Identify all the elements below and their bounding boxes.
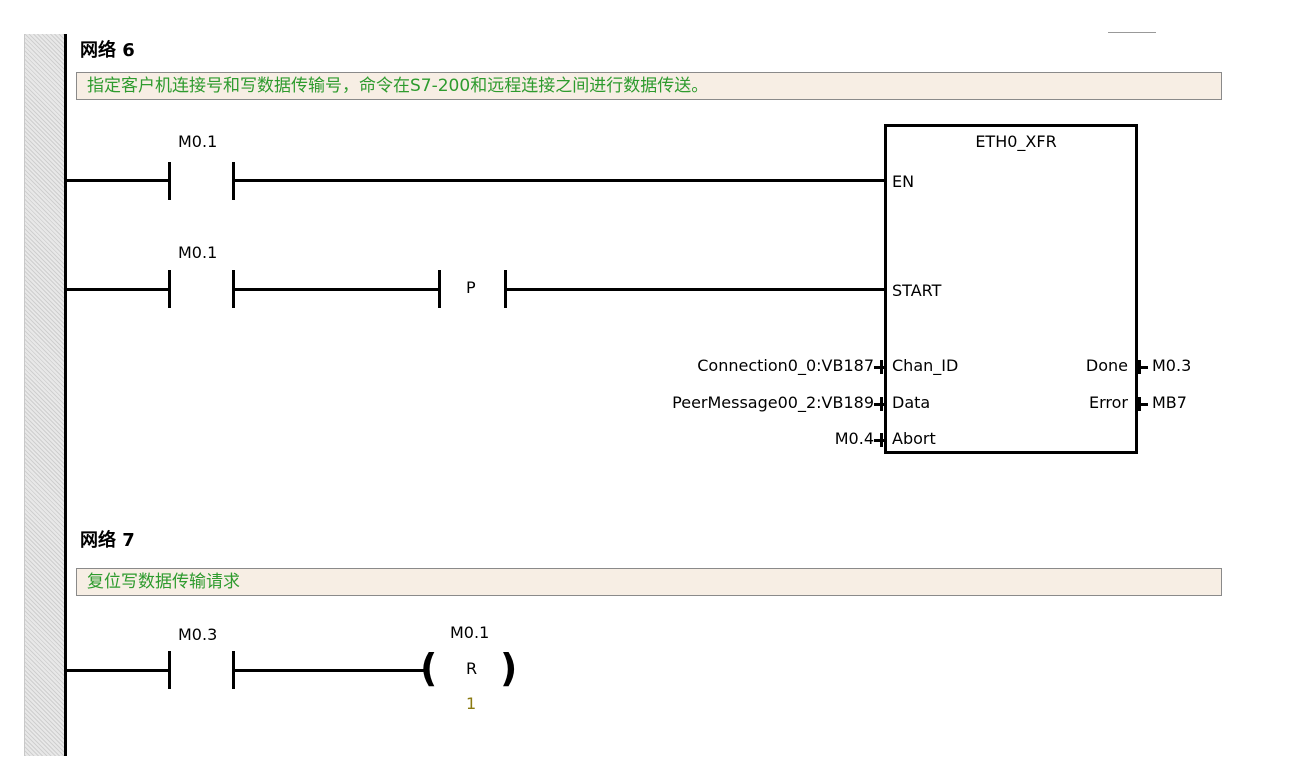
network-6-comment[interactable]: 指定客户机连接号和写数据传输号，命令在S7-200和远程连接之间进行数据传送。: [76, 72, 1222, 100]
network-7-title[interactable]: 网络 7: [80, 530, 135, 551]
pin-abort: Abort: [892, 429, 936, 448]
contact-3-left-bar[interactable]: [168, 651, 171, 689]
output-tick: [1138, 366, 1148, 369]
coil-operand[interactable]: M0.1: [450, 623, 490, 642]
pin-data: Data: [892, 393, 931, 412]
wire: [235, 669, 425, 672]
ladder-gutter: [24, 34, 65, 756]
power-rail: [64, 34, 67, 756]
wire: [67, 669, 168, 672]
wire: [235, 179, 884, 182]
network-7-comment[interactable]: 复位写数据传输请求: [76, 568, 1222, 596]
eth0-xfr-block[interactable]: [884, 124, 1138, 454]
network-6-title[interactable]: 网络 6: [80, 40, 135, 61]
pin-done: Done: [1085, 356, 1128, 375]
divider-line: [1108, 32, 1156, 33]
output-tick: [1138, 397, 1141, 411]
contact-2-operand[interactable]: M0.1: [178, 243, 218, 262]
input-tick: [874, 439, 884, 442]
pin-start: START: [892, 281, 942, 300]
edge-left-bar[interactable]: [438, 270, 441, 308]
contact-3-operand[interactable]: M0.3: [178, 625, 218, 644]
pin-chan-id: Chan_ID: [892, 356, 959, 375]
block-name: ETH0_XFR: [975, 132, 1057, 151]
pin-error: Error: [1089, 393, 1128, 412]
input-chan-id[interactable]: Connection0_0:VB187: [697, 356, 874, 375]
contact-1-right-bar[interactable]: [232, 162, 235, 200]
contact-2-left-bar[interactable]: [168, 270, 171, 308]
wire: [507, 288, 884, 291]
input-abort[interactable]: M0.4: [834, 429, 874, 448]
output-tick: [1138, 360, 1141, 374]
input-tick: [874, 366, 884, 369]
contact-3-right-bar[interactable]: [232, 651, 235, 689]
wire: [67, 288, 168, 291]
input-tick: [874, 403, 884, 406]
edge-right-bar[interactable]: [504, 270, 507, 308]
coil-left-paren[interactable]: (: [420, 646, 438, 690]
pin-en: EN: [892, 172, 915, 191]
input-tick: [880, 433, 883, 447]
coil-count[interactable]: 1: [466, 694, 477, 713]
positive-edge-label[interactable]: P: [466, 278, 476, 297]
wire: [67, 179, 168, 182]
output-tick: [1138, 403, 1148, 406]
input-tick: [880, 360, 883, 374]
coil-right-paren[interactable]: ): [500, 646, 518, 690]
coil-type[interactable]: R: [466, 659, 478, 678]
input-data[interactable]: PeerMessage00_2:VB189: [672, 393, 874, 412]
input-tick: [880, 397, 883, 411]
wire: [235, 288, 438, 291]
output-done[interactable]: M0.3: [1152, 356, 1192, 375]
output-error[interactable]: MB7: [1152, 393, 1187, 412]
contact-1-operand[interactable]: M0.1: [178, 132, 218, 151]
contact-1-left-bar[interactable]: [168, 162, 171, 200]
contact-2-right-bar[interactable]: [232, 270, 235, 308]
